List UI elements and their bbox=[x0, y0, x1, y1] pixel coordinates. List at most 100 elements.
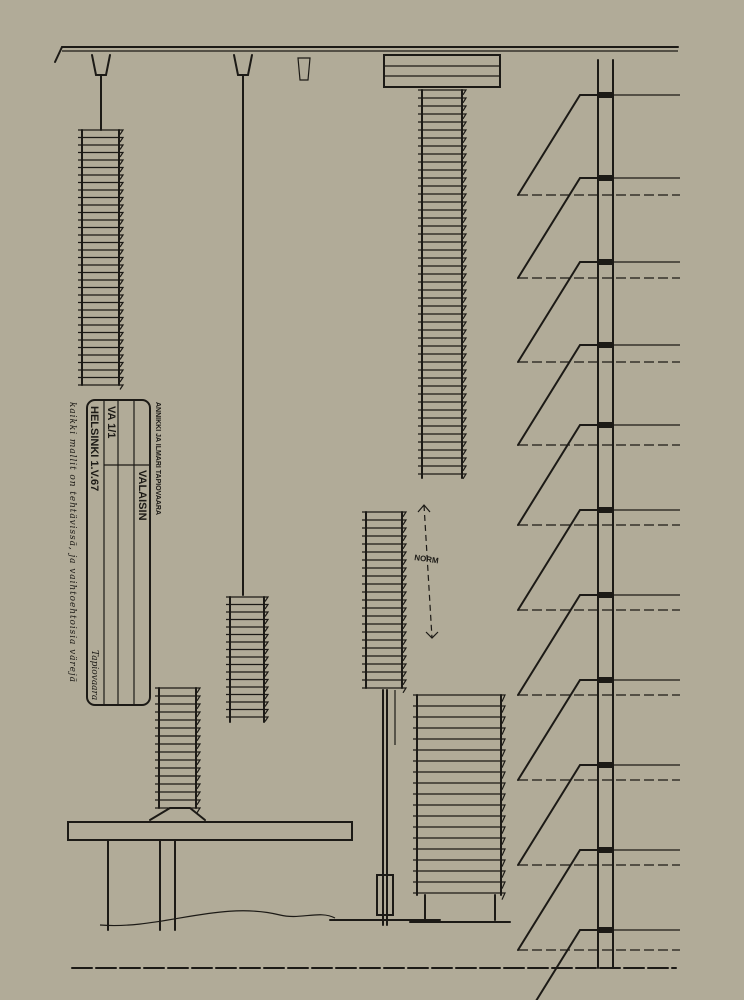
wall-pole-lamps bbox=[517, 59, 680, 1000]
shade-slat bbox=[362, 559, 408, 566]
shade-slat bbox=[418, 241, 468, 248]
bracket-arm bbox=[535, 929, 599, 1000]
shade-slat bbox=[418, 153, 468, 160]
shade-slat bbox=[413, 881, 506, 889]
shade-slat bbox=[78, 226, 125, 233]
shade-slat bbox=[418, 185, 468, 192]
shade-slat bbox=[78, 136, 125, 143]
table-lamp bbox=[149, 687, 206, 821]
shade-slat bbox=[226, 603, 270, 610]
shade-slat bbox=[362, 655, 408, 662]
shade-slat bbox=[418, 361, 468, 368]
shade-slat bbox=[78, 219, 125, 225]
bracket-arm bbox=[517, 261, 599, 363]
ceiling-fitting bbox=[297, 57, 311, 81]
shade-slat bbox=[78, 331, 125, 338]
shade-slat bbox=[418, 289, 468, 296]
shade-slat bbox=[413, 892, 506, 900]
shade-slat bbox=[413, 716, 506, 724]
shade-slat bbox=[226, 641, 270, 647]
shade-slat bbox=[362, 663, 408, 670]
shade-slat bbox=[226, 686, 270, 692]
ceiling-lamp-long bbox=[383, 54, 501, 480]
bracket-arm bbox=[517, 424, 599, 526]
shade-slat bbox=[418, 89, 468, 96]
dimension-norm: NORM bbox=[414, 504, 440, 639]
shade-slat bbox=[155, 775, 202, 782]
shade-slat bbox=[413, 749, 506, 757]
shade-slat bbox=[78, 181, 125, 188]
shade-slat bbox=[78, 211, 125, 218]
shade-slat bbox=[78, 256, 125, 263]
shade-slat bbox=[362, 543, 408, 550]
shade-slat bbox=[78, 271, 125, 278]
shade-slat bbox=[226, 671, 270, 677]
bracket-clamp bbox=[598, 175, 613, 181]
shade-slat bbox=[413, 859, 506, 867]
shade-slat bbox=[362, 671, 408, 678]
shade-slat bbox=[418, 201, 468, 208]
shade-slat bbox=[78, 129, 125, 135]
bracket-arm bbox=[517, 177, 599, 279]
shade-slat bbox=[418, 457, 468, 464]
shade-slat bbox=[78, 234, 125, 240]
shade-slat bbox=[413, 694, 506, 702]
shade-slat bbox=[226, 618, 270, 625]
shade-slat bbox=[78, 376, 125, 383]
floor-lamp bbox=[329, 511, 441, 926]
shade-slat bbox=[418, 273, 468, 280]
shade-slat bbox=[226, 663, 270, 670]
shade-slat bbox=[418, 193, 468, 200]
shade-slat bbox=[418, 161, 468, 168]
shade-slat bbox=[78, 264, 125, 270]
shade-slat bbox=[78, 144, 125, 150]
shade-slat bbox=[418, 281, 468, 288]
shade-slat bbox=[78, 309, 125, 315]
shade-slat bbox=[413, 870, 506, 878]
shade-slat bbox=[155, 727, 202, 734]
shade-slat bbox=[362, 647, 408, 654]
shade-slat bbox=[155, 711, 202, 718]
shade-slat bbox=[226, 596, 270, 602]
shade-slat bbox=[78, 361, 125, 368]
shade-slat bbox=[418, 377, 468, 384]
bracket-clamp bbox=[598, 342, 613, 348]
shade-slat bbox=[78, 249, 125, 255]
shade-slat bbox=[413, 837, 506, 845]
shade-slat bbox=[362, 679, 408, 686]
shade-slat bbox=[418, 329, 468, 336]
shade-slat bbox=[362, 607, 408, 614]
shade-slat bbox=[362, 527, 408, 534]
shade-slat bbox=[78, 346, 125, 353]
shade-slat bbox=[78, 159, 125, 165]
shade-slat bbox=[78, 369, 125, 375]
shade-slat bbox=[226, 626, 270, 632]
bracket-clamp bbox=[598, 847, 613, 853]
shade-slat bbox=[413, 705, 506, 713]
shade-slat bbox=[418, 233, 468, 240]
shade-slat bbox=[418, 409, 468, 416]
table bbox=[67, 821, 353, 931]
shade-slat bbox=[418, 449, 468, 456]
sheet-number: VA 1/1 bbox=[105, 406, 117, 438]
shade-slat bbox=[418, 225, 468, 232]
shade-slat bbox=[362, 631, 408, 638]
handwritten-note: kaikki mallit on tehtävissä, ja vaihtoeh… bbox=[67, 402, 77, 682]
shade-slat bbox=[78, 151, 125, 158]
shade-slat bbox=[362, 591, 408, 598]
bracket-arm bbox=[517, 509, 599, 611]
shade-slat bbox=[78, 166, 125, 173]
shade-slat bbox=[78, 339, 125, 345]
shade-slat bbox=[155, 687, 202, 694]
shade-slat bbox=[418, 313, 468, 320]
shade-slat bbox=[78, 294, 125, 300]
bracket-clamp bbox=[598, 92, 613, 98]
shade-slat bbox=[413, 760, 506, 768]
shade-slat bbox=[418, 353, 468, 360]
shade-slat bbox=[78, 324, 125, 330]
title-block: HELSINKI 1.V.67 VA 1/1 VALAISIN ANNIKKI … bbox=[67, 399, 161, 706]
shade-slat bbox=[362, 615, 408, 622]
shade-slat bbox=[362, 599, 408, 606]
